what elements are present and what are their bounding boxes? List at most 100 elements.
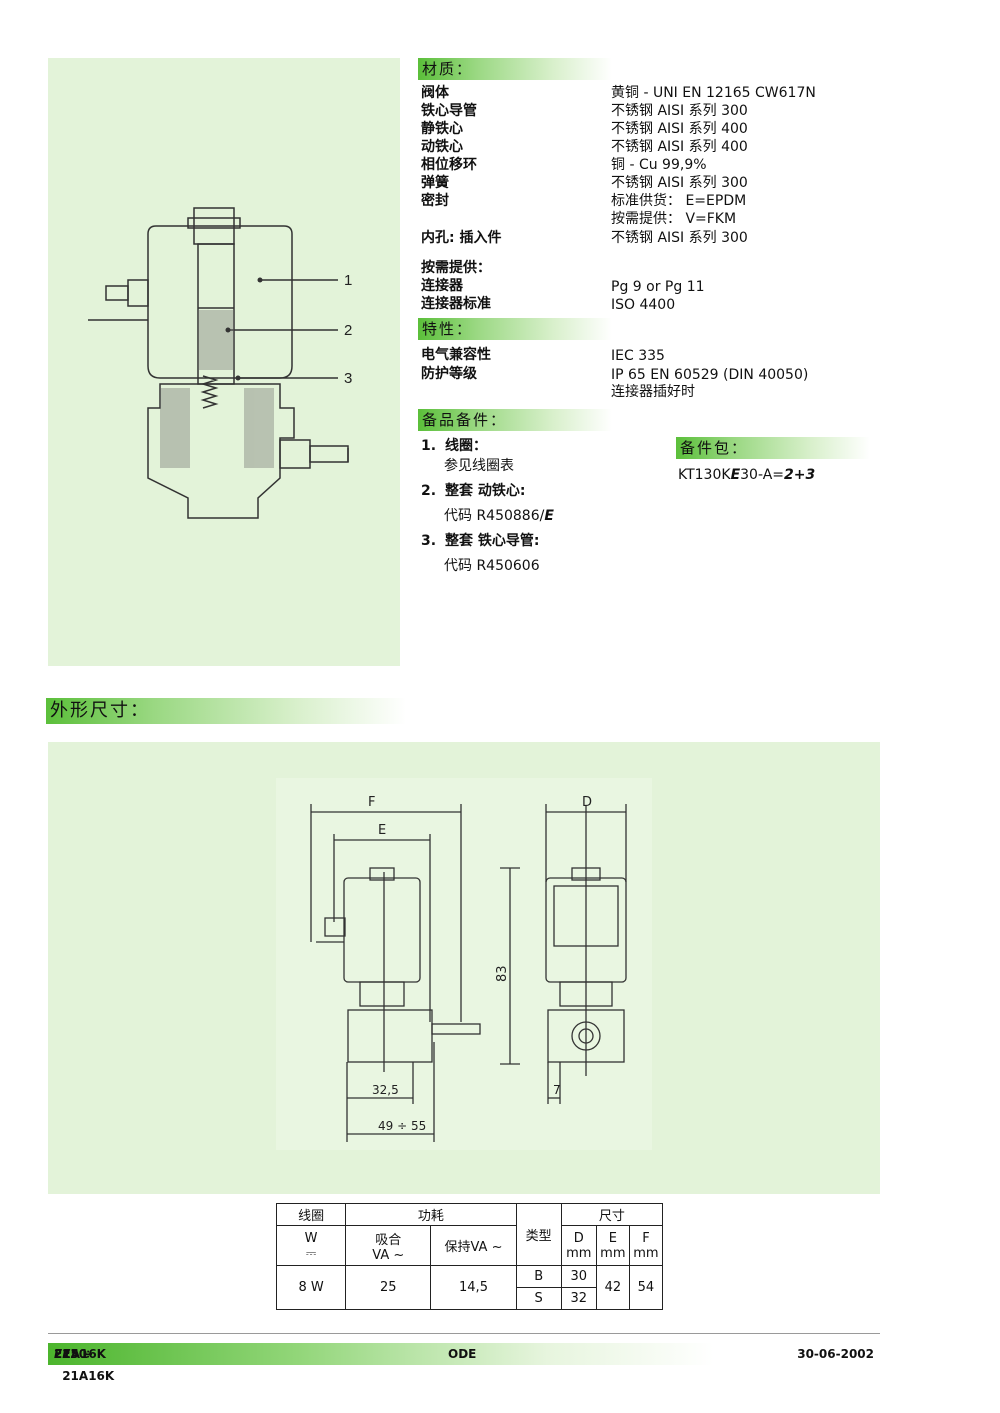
callout-1: 1 bbox=[344, 272, 352, 289]
spare-item-2: 2. 整套 动铁心: bbox=[421, 482, 525, 500]
material-label-2: 静铁心 bbox=[421, 121, 463, 137]
footer-model-em1: E bbox=[54, 1347, 63, 1361]
dim-label-4955: 49 ÷ 55 bbox=[378, 1119, 426, 1133]
footer-model-b: 25 ÷ 21A16K bbox=[62, 1347, 115, 1383]
kit-header: 备件包： bbox=[676, 437, 870, 459]
dimensions-header: 外形尺寸： bbox=[46, 698, 406, 724]
footer-model-em2: E bbox=[62, 1347, 71, 1361]
th-coil: 线圈 bbox=[275, 1203, 347, 1226]
kit-code-bold: 2+3 bbox=[784, 467, 816, 483]
th-power: 功耗 bbox=[345, 1203, 517, 1226]
th-dims: 尺寸 bbox=[560, 1203, 664, 1226]
th-inrush-text: 吸合 bbox=[375, 1232, 402, 1248]
dim-label-7: 7 bbox=[553, 1083, 561, 1097]
feature-value-0: IEC 335 bbox=[611, 348, 665, 364]
material-value-6: 标准供货： E=EPDM bbox=[611, 193, 747, 209]
td-e: 42 bbox=[595, 1265, 630, 1310]
dc-symbol: ⎓ bbox=[305, 1245, 317, 1261]
dim-label-83: 83 bbox=[495, 965, 510, 982]
td-f: 54 bbox=[628, 1265, 664, 1310]
spare-num-2: 2. bbox=[421, 483, 437, 499]
material-label-1: 铁心导管 bbox=[421, 103, 477, 119]
spares-header: 备品备件： bbox=[418, 409, 612, 431]
kit-code: KT130KE30-A=2+3 bbox=[678, 466, 815, 484]
dim-label-e: E bbox=[378, 823, 386, 838]
th-e-text: E bbox=[608, 1230, 617, 1246]
th-f-text: F bbox=[642, 1230, 650, 1246]
th-w: W⎓ bbox=[275, 1225, 347, 1266]
material-value-8: 不锈钢 AISI 系列 300 bbox=[611, 230, 748, 246]
th-f-unit: mm bbox=[633, 1245, 659, 1261]
connector-label: 连接器 bbox=[421, 278, 463, 294]
th-inrush-unit: VA ~ bbox=[372, 1247, 405, 1263]
spare-num-3: 3. bbox=[421, 533, 437, 549]
kit-code-mid: 30-A= bbox=[740, 467, 785, 483]
spare-sub-2-text: 代码 R450886/ bbox=[444, 508, 545, 524]
footer-divider bbox=[48, 1333, 880, 1334]
footer-date: 30-06-2002 bbox=[797, 1347, 874, 1361]
features-header: 特性： bbox=[418, 318, 612, 340]
spare-num-1: 1. bbox=[421, 438, 437, 454]
spare-sub-2-em: E bbox=[544, 508, 554, 524]
kit-code-em: E bbox=[730, 467, 741, 483]
spare-title-1: 线圈： bbox=[444, 438, 487, 454]
td-type-s: S bbox=[515, 1287, 562, 1310]
th-d-unit: mm bbox=[566, 1245, 592, 1261]
spare-title-3: 整套 铁心导管: bbox=[444, 533, 540, 549]
th-w-text: W bbox=[304, 1230, 318, 1246]
material-value-1: 不锈钢 AISI 系列 300 bbox=[611, 103, 748, 119]
spare-sub-1: 参见线圈表 bbox=[444, 458, 514, 474]
th-d-text: D bbox=[573, 1230, 584, 1246]
spare-sub-3: 代码 R450606 bbox=[444, 558, 540, 574]
materials-header: 材质： bbox=[418, 58, 612, 80]
dimension-drawing: F E D 83 32,5 49 ÷ 55 7 bbox=[276, 778, 652, 1150]
feature-label-0: 电气兼容性 bbox=[421, 347, 491, 363]
th-type: 类型 bbox=[515, 1203, 562, 1266]
connector-std-value: ISO 4400 bbox=[611, 297, 676, 313]
material-value-3: 不锈钢 AISI 系列 400 bbox=[611, 139, 748, 155]
spare-item-1: 1. 线圈： bbox=[421, 437, 487, 455]
connector-value: Pg 9 or Pg 11 bbox=[611, 279, 705, 295]
dimensions-panel: F E D 83 32,5 49 ÷ 55 7 bbox=[48, 742, 880, 1194]
material-value-7: 按需提供： V=FKM bbox=[611, 211, 737, 227]
section-view-panel: 1 2 3 bbox=[48, 58, 400, 666]
dim-label-325: 32,5 bbox=[372, 1083, 399, 1097]
td-w: 8 W bbox=[275, 1265, 347, 1310]
feature-label-1: 防护等级 bbox=[421, 366, 477, 382]
material-label-5: 弹簧 bbox=[421, 175, 449, 191]
material-label-4: 相位移环 bbox=[421, 157, 477, 173]
kit-code-pre: KT130K bbox=[678, 467, 731, 483]
callout-3: 3 bbox=[344, 370, 352, 387]
material-label-6: 密封 bbox=[421, 193, 449, 209]
material-value-5: 不锈钢 AISI 系列 300 bbox=[611, 175, 748, 191]
spare-title-2: 整套 动铁心: bbox=[444, 483, 526, 499]
feature-value-1: IP 65 EN 60529 (DIN 40050) bbox=[611, 367, 809, 383]
dim-label-f: F bbox=[368, 795, 375, 810]
material-value-4: 铜 - Cu 99,9% bbox=[611, 157, 707, 173]
footer-brand: ODE bbox=[448, 1347, 477, 1361]
material-label-0: 阀体 bbox=[421, 85, 449, 101]
feature-value-2: 连接器插好时 bbox=[611, 384, 695, 400]
material-label-8: 内孔: 插入件 bbox=[421, 230, 502, 246]
valve-section-drawing: 1 2 3 bbox=[88, 207, 352, 519]
spare-sub-2: 代码 R450886/E bbox=[444, 507, 554, 525]
material-value-2: 不锈钢 AISI 系列 400 bbox=[611, 121, 748, 137]
footer-model-a: 21A16K bbox=[54, 1347, 106, 1361]
td-type-b: B bbox=[515, 1265, 562, 1288]
td-d-s: 32 bbox=[560, 1287, 597, 1310]
on-request-label: 按需提供： bbox=[421, 260, 491, 276]
td-inrush: 25 bbox=[345, 1265, 432, 1310]
dim-label-d: D bbox=[582, 795, 592, 810]
td-d-b: 30 bbox=[560, 1265, 597, 1288]
material-value-0: 黄铜 - UNI EN 12165 CW617N bbox=[611, 85, 816, 101]
connector-std-label: 连接器标准 bbox=[421, 296, 491, 312]
spare-item-3: 3. 整套 铁心导管: bbox=[421, 532, 539, 550]
callout-2: 2 bbox=[344, 322, 352, 339]
